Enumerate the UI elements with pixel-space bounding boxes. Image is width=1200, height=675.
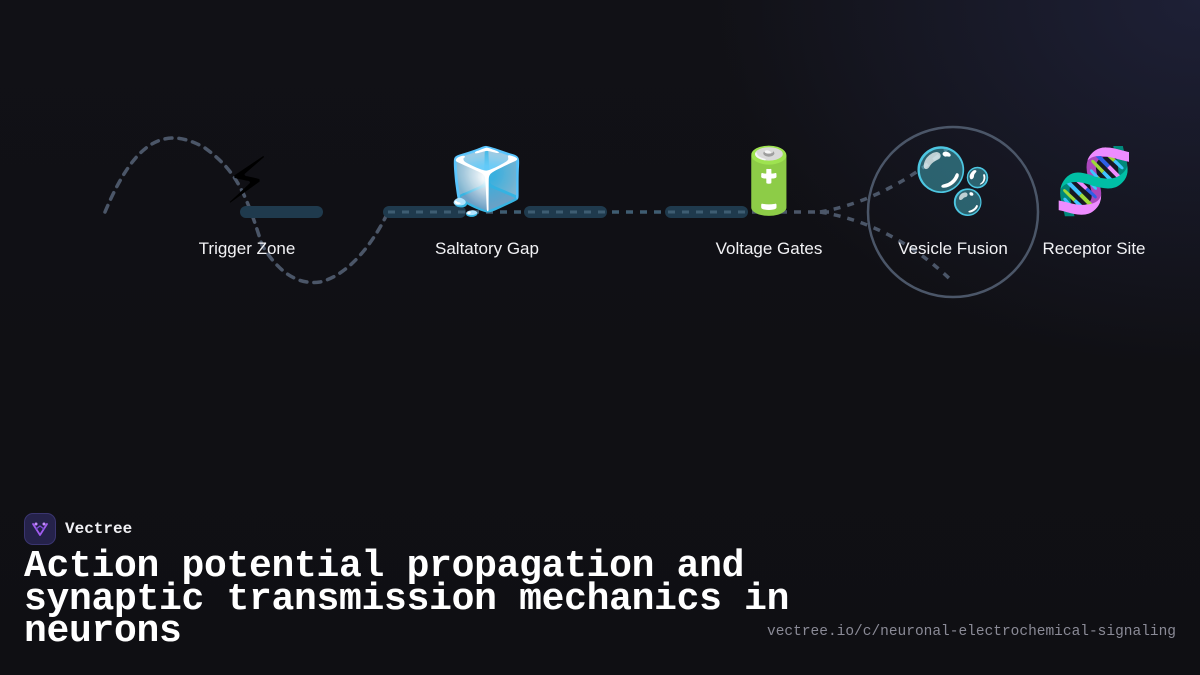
node-label-vesicle-fusion: Vesicle Fusion [898, 239, 1008, 258]
axon-segment [524, 206, 607, 218]
brand: Vectree [24, 512, 132, 546]
node-label-receptor-site: Receptor Site [1042, 239, 1146, 258]
node-label-voltage-gates: Voltage Gates [715, 239, 823, 258]
axon-segment [240, 206, 323, 218]
signal-path-curve [103, 136, 390, 285]
axon-segment [383, 206, 466, 218]
page-title: Action potential propagation and synapti… [24, 545, 790, 653]
brand-name: Vectree [65, 520, 133, 538]
highlight-ring [866, 125, 1040, 299]
axon-segment [665, 206, 748, 218]
source-url: vectree.io/c/neuronal-electrochemical-si… [767, 624, 1176, 640]
node-label-trigger-zone: Trigger Zone [198, 239, 296, 258]
signal-path-branch-down [819, 210, 955, 284]
lightning-icon: ⚡ [224, 145, 270, 219]
node-label-saltatory-gap: Saltatory Gap [435, 239, 539, 258]
bubbles-icon: 🫧 [913, 145, 993, 219]
signal-path-branch-up [819, 146, 950, 214]
battery-icon: 🔋 [729, 145, 809, 219]
vectree-logo-icon [24, 513, 56, 545]
dna-icon: 🧬 [1054, 145, 1134, 219]
ice-cube-icon: 🧊 [447, 145, 527, 219]
